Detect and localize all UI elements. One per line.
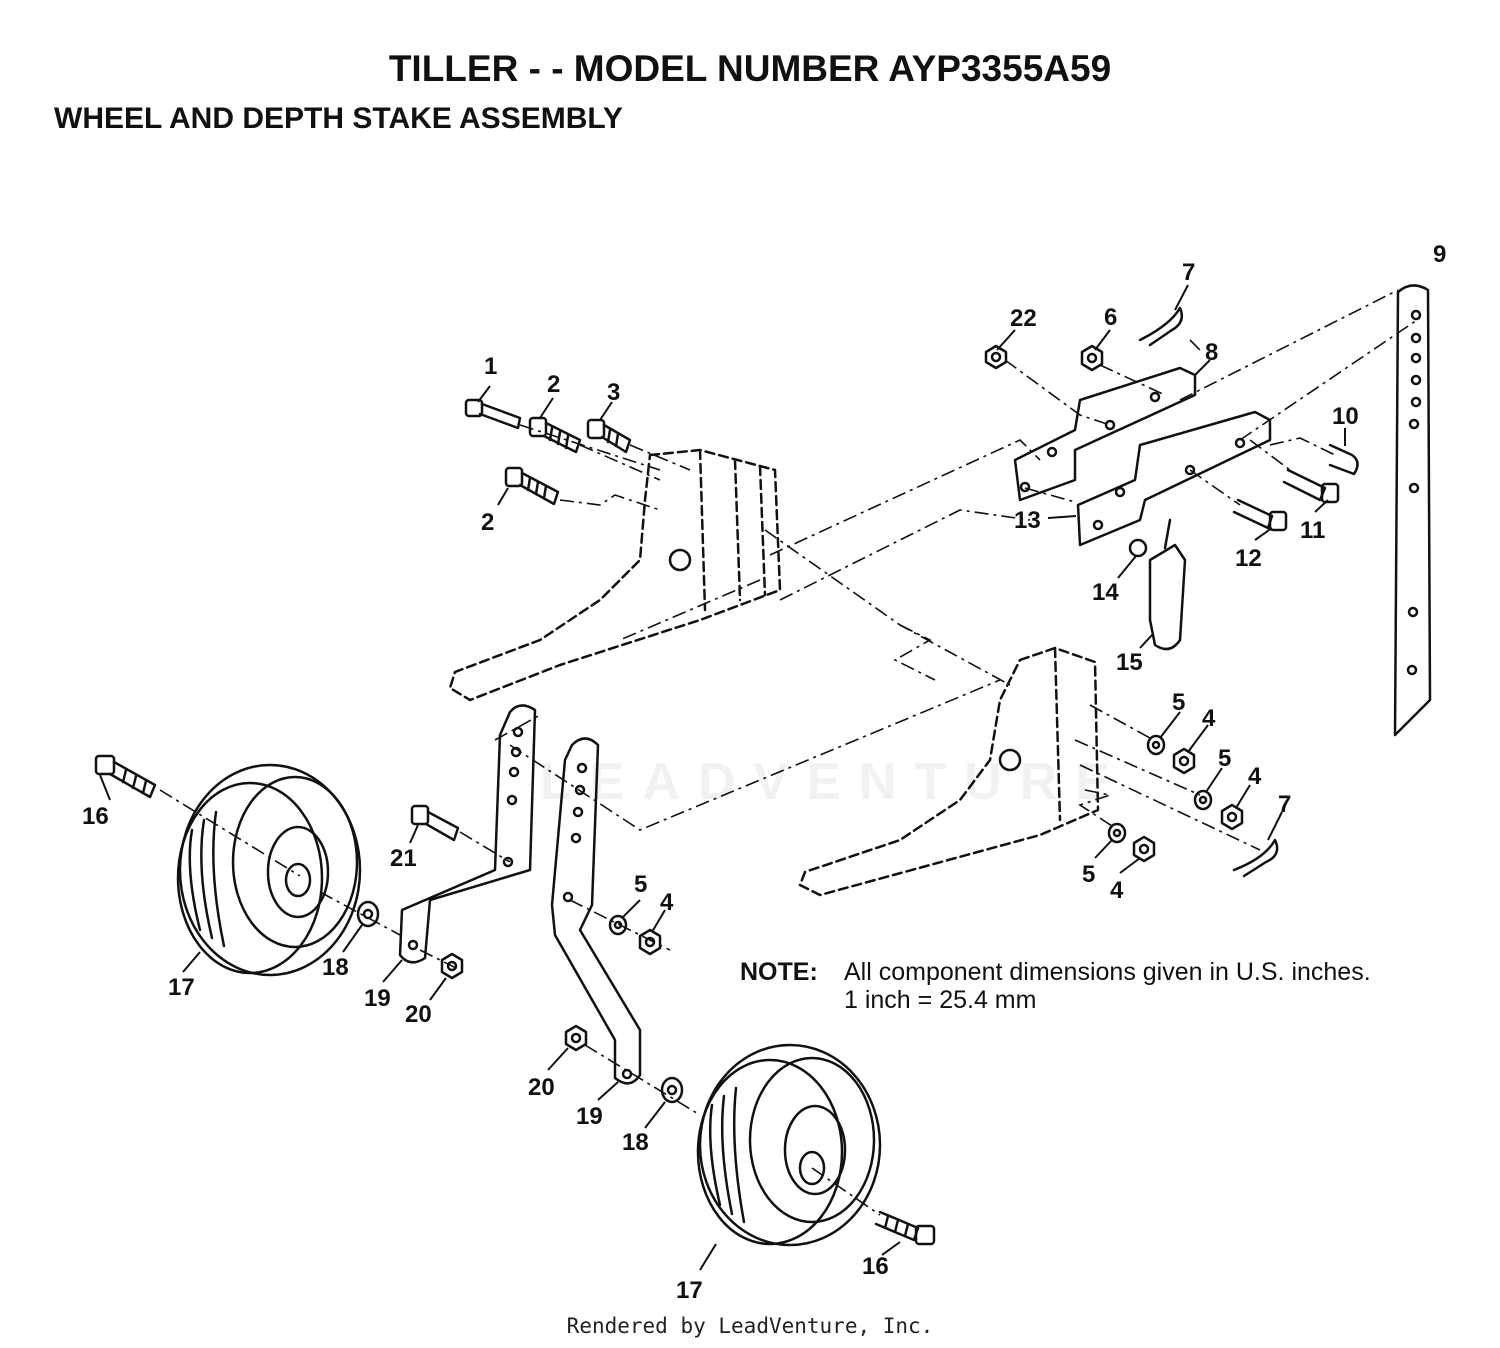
tiller-frame-left — [448, 448, 782, 702]
callout-17: 17 — [168, 974, 195, 1001]
bolt-3 — [586, 418, 632, 454]
nut-22 — [984, 344, 1008, 370]
bolt-11 — [1282, 468, 1340, 504]
note-line-2: 1 inch = 25.4 mm — [844, 986, 1037, 1014]
bolt-21 — [410, 804, 460, 842]
bracket-plate-upper — [1013, 366, 1197, 502]
frame-hole — [668, 548, 692, 572]
callout-1: 1 — [484, 353, 497, 380]
page-title: TILLER - - MODEL NUMBER AYP3355A59 — [388, 48, 1112, 89]
washer-5d — [608, 914, 628, 936]
callout-18: 18 — [322, 954, 349, 981]
wheel-right — [696, 1043, 882, 1247]
bolt-12 — [1232, 498, 1288, 532]
bolt-16a — [94, 754, 157, 799]
nut-20b — [564, 1024, 588, 1052]
nut-4c — [1132, 835, 1156, 863]
callout-4: 4 — [1202, 705, 1216, 732]
frame-hole — [998, 748, 1022, 772]
hairpin-7b — [1232, 838, 1279, 878]
washer-5b — [1193, 789, 1213, 811]
watermark-text: LEADVENTURE — [540, 753, 1129, 811]
callout-4: 4 — [1110, 877, 1124, 904]
bolt-10 — [1328, 443, 1359, 476]
leader-lines — [99, 284, 1346, 1271]
note-label: NOTE: — [740, 958, 818, 986]
depth-stake — [1393, 284, 1432, 737]
wheel-bracket-right — [550, 737, 642, 1085]
callout-2: 2 — [547, 371, 560, 398]
callout-17: 17 — [676, 1277, 703, 1304]
hairpin-7a — [1138, 306, 1183, 347]
callout-labels: 1 2 2 3 4 4 4 4 5 5 5 5 6 7 7 8 9 10 11 … — [82, 241, 1446, 1304]
rendered-by-footer: Rendered by LeadVenture, Inc. — [566, 1314, 934, 1338]
nut-4d — [638, 928, 662, 956]
note-text: All component dimensions given in U.S. i… — [844, 958, 1371, 1014]
spacer — [1128, 538, 1148, 558]
bolt-1 — [464, 398, 522, 430]
bolt-2b — [504, 466, 560, 506]
callout-5: 5 — [634, 871, 647, 898]
bolt-2a — [528, 416, 582, 454]
callout-16: 16 — [82, 803, 109, 830]
callout-7: 7 — [1278, 791, 1291, 818]
callout-14: 14 — [1092, 579, 1119, 606]
callout-10: 10 — [1332, 403, 1359, 430]
callout-18: 18 — [622, 1129, 649, 1156]
callout-11: 11 — [1300, 517, 1325, 544]
wheel-left — [176, 763, 362, 977]
note-line-1: All component dimensions given in U.S. i… — [844, 958, 1371, 986]
washer-5a — [1146, 734, 1166, 756]
callout-21: 21 — [390, 845, 417, 872]
washer-5c — [1107, 822, 1127, 844]
callout-12: 12 — [1235, 545, 1262, 572]
callout-19: 19 — [576, 1103, 603, 1130]
latch-lever — [1148, 518, 1187, 651]
callout-8: 8 — [1205, 339, 1218, 366]
wheel-bracket-left — [398, 704, 537, 964]
dimension-note: NOTE: All component dimensions given in U… — [740, 958, 1371, 1014]
callout-4: 4 — [1248, 763, 1262, 790]
assembly-subtitle: WHEEL AND DEPTH STAKE ASSEMBLY — [54, 102, 623, 135]
nut-6 — [1080, 344, 1104, 372]
callout-13: 13 — [1014, 507, 1041, 534]
callout-19: 19 — [364, 985, 391, 1012]
bolt-16b — [874, 1210, 936, 1246]
nut-20a — [440, 952, 464, 980]
callout-5: 5 — [1172, 689, 1185, 716]
callout-20: 20 — [528, 1074, 555, 1101]
washer-18b — [660, 1076, 684, 1104]
assembly-lines — [159, 289, 1421, 1216]
nut-4a — [1172, 747, 1196, 775]
callout-16: 16 — [862, 1253, 889, 1280]
callout-4: 4 — [660, 889, 674, 916]
callout-22: 22 — [1010, 305, 1037, 332]
callout-6: 6 — [1104, 304, 1117, 331]
callout-20: 20 — [405, 1001, 432, 1028]
callout-5: 5 — [1218, 745, 1231, 772]
bracket-plate-lower — [1076, 410, 1272, 547]
callout-2: 2 — [481, 509, 494, 536]
callout-15: 15 — [1116, 649, 1143, 676]
tiller-frame-right — [798, 646, 1100, 897]
callout-7: 7 — [1182, 259, 1195, 286]
callout-9: 9 — [1433, 241, 1446, 268]
callout-3: 3 — [607, 379, 620, 406]
nut-4b — [1220, 803, 1244, 831]
callout-5: 5 — [1082, 861, 1095, 888]
